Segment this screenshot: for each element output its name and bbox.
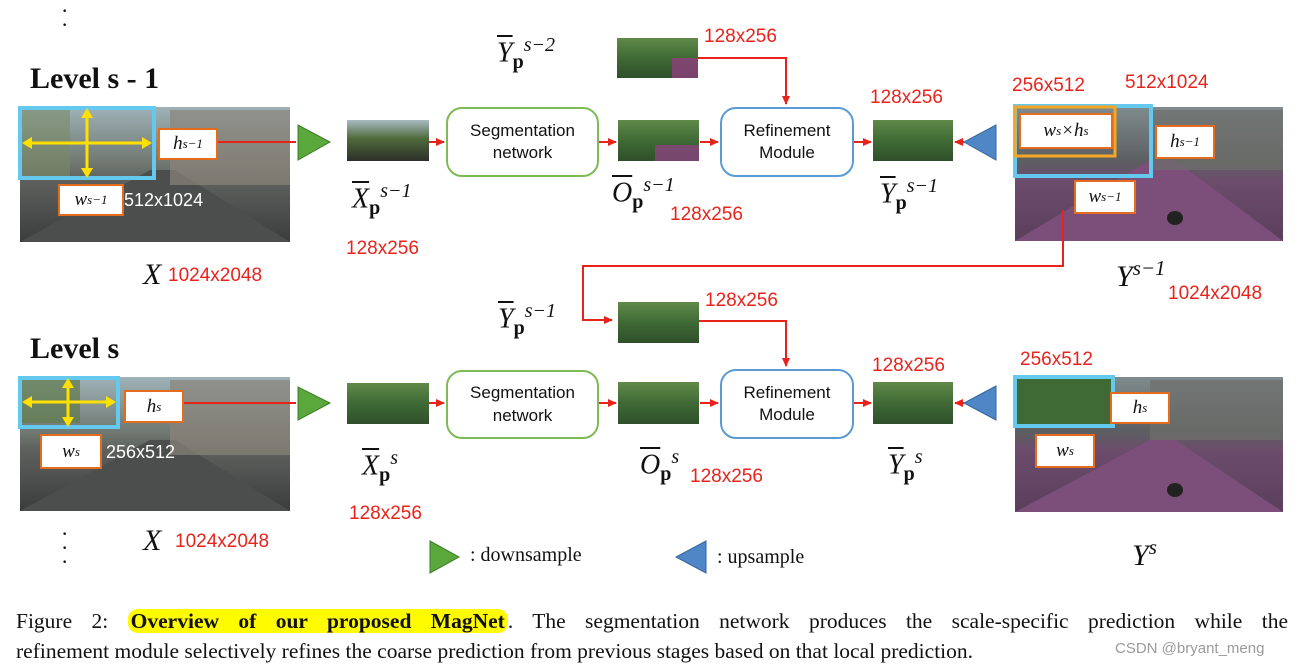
y-s1-label: Ys−1 — [1116, 256, 1166, 293]
caption-prefix: Figure 2: — [16, 609, 128, 633]
size-256x512-top-right: 256x512 — [1012, 75, 1085, 96]
size-xp-top: 128x256 — [346, 238, 419, 259]
xp-label-top: Xps−1 — [352, 180, 412, 219]
size-256x512-bottom-right: 256x512 — [1020, 349, 1093, 370]
segmentation-network-bottom: Segmentation network — [446, 370, 599, 439]
size-op-top: 128x256 — [670, 204, 743, 225]
y-s-label: Ys — [1132, 535, 1157, 572]
size-x-top: 1024x2048 — [168, 265, 263, 286]
size-xp-bottom: 128x256 — [349, 503, 422, 524]
arrow-prev-level-to-next — [582, 210, 1064, 324]
patch-xp-top — [347, 120, 429, 161]
size-yp-bottom: 128x256 — [872, 355, 945, 376]
size-op-bottom: 128x256 — [690, 466, 763, 487]
patch-op-bottom — [618, 382, 699, 424]
x-label-top: X — [143, 258, 162, 291]
downsample-triangle-top — [297, 124, 332, 161]
size-512x1024-on-image: 512x1024 — [124, 190, 204, 210]
yp-label-top: Yps−1 — [880, 175, 938, 214]
caption-line1: Figure 2: Overview of our proposed MagNe… — [16, 606, 1288, 636]
x-label-bottom: X — [143, 524, 162, 557]
size-256x512-on-image: 256x512 — [106, 442, 176, 462]
ellipsis-bottom: ··· — [61, 521, 69, 574]
size-512x1024-top-right: 512x1024 — [1125, 72, 1209, 93]
crop-region-bottom — [18, 376, 120, 429]
level-label-bottom: Level s — [30, 332, 120, 365]
level-label-top: Level s - 1 — [30, 62, 160, 95]
crop-dimension-cross-bottom — [22, 378, 116, 427]
yp-s2-label: Yps−2 — [497, 34, 555, 73]
size-x-bottom: 1024x2048 — [175, 531, 270, 552]
size-yp-top: 128x256 — [870, 87, 943, 108]
caption-line2: refinement module selectively refines th… — [16, 639, 974, 663]
crop-region-top-right-inner — [1013, 105, 1117, 158]
size-ys1-mid: 128x256 — [705, 290, 778, 311]
legend-downsample-icon — [429, 540, 461, 574]
legend-upsample-icon — [674, 540, 707, 574]
ellipsis-top: ··· — [61, 0, 69, 37]
crop-dimension-cross-top — [22, 108, 152, 178]
arrow-ys2-to-ref — [698, 57, 790, 105]
size-ys1-right: 1024x2048 — [1168, 283, 1263, 304]
caption-line1-rest: . The segmentation network produces the … — [507, 609, 1288, 633]
op-label-bottom: Ops — [640, 446, 680, 485]
watermark: CSDN @bryant_meng — [1115, 640, 1265, 657]
arrow-ys1-to-ref — [699, 320, 790, 367]
patch-yp-top — [873, 120, 953, 161]
patch-xp-bottom — [347, 383, 429, 424]
segmentation-network-top: Segmentation network — [446, 107, 599, 177]
caption-highlight: Overview of our proposed MagNet — [127, 609, 508, 633]
yp-label-bottom: Yps — [888, 446, 923, 485]
patch-yp-bottom — [873, 382, 953, 424]
downsample-triangle-bottom — [297, 386, 332, 421]
upsample-triangle-bottom — [962, 385, 997, 421]
legend-downsample-text: : downsample — [470, 544, 582, 566]
yp-s1-mid-label: Yps−1 — [498, 300, 556, 339]
refinement-module-bottom: Refinement Module — [720, 369, 854, 439]
op-label-top: Ops−1 — [612, 174, 675, 213]
upsample-triangle-top — [962, 124, 997, 161]
patch-ys1-mid — [618, 302, 699, 343]
size-ys2: 128x256 — [704, 26, 777, 47]
legend-upsample-text: : upsample — [717, 546, 805, 568]
xp-label-bottom: Xps — [362, 447, 399, 486]
refinement-module-top: Refinement Module — [720, 107, 854, 177]
